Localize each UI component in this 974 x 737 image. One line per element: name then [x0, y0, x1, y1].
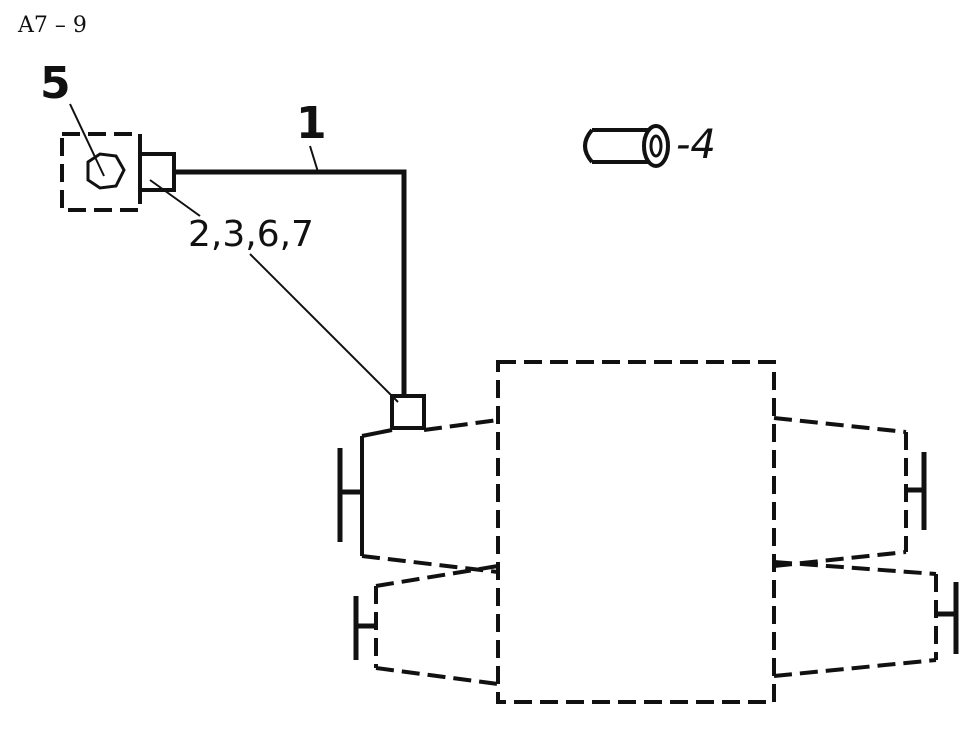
hub-right-upper: [773, 416, 927, 568]
axle-housing-center: [496, 360, 776, 704]
hex-nut-icon: [86, 152, 126, 190]
label-part-5: 5: [40, 58, 71, 109]
leader-line-group-bottom: [249, 253, 399, 403]
hub-left-lower: [353, 564, 499, 686]
leader-line-group-top: [149, 179, 201, 217]
fitting-bottom: [390, 394, 426, 430]
label-part-4: -4: [676, 122, 716, 168]
hub-right-lower: [773, 560, 959, 678]
leader-line-5: [69, 103, 105, 177]
figure-code: A7 – 9: [17, 13, 87, 38]
component-box-dashed: [60, 132, 142, 212]
pin-part-4: [583, 124, 670, 168]
label-part-1: 1: [296, 98, 327, 149]
hub-left-upper: [337, 418, 499, 574]
leader-line-1: [309, 145, 319, 173]
pipe-line: [174, 169, 407, 398]
label-parts-group: 2,3,6,7: [188, 214, 314, 255]
